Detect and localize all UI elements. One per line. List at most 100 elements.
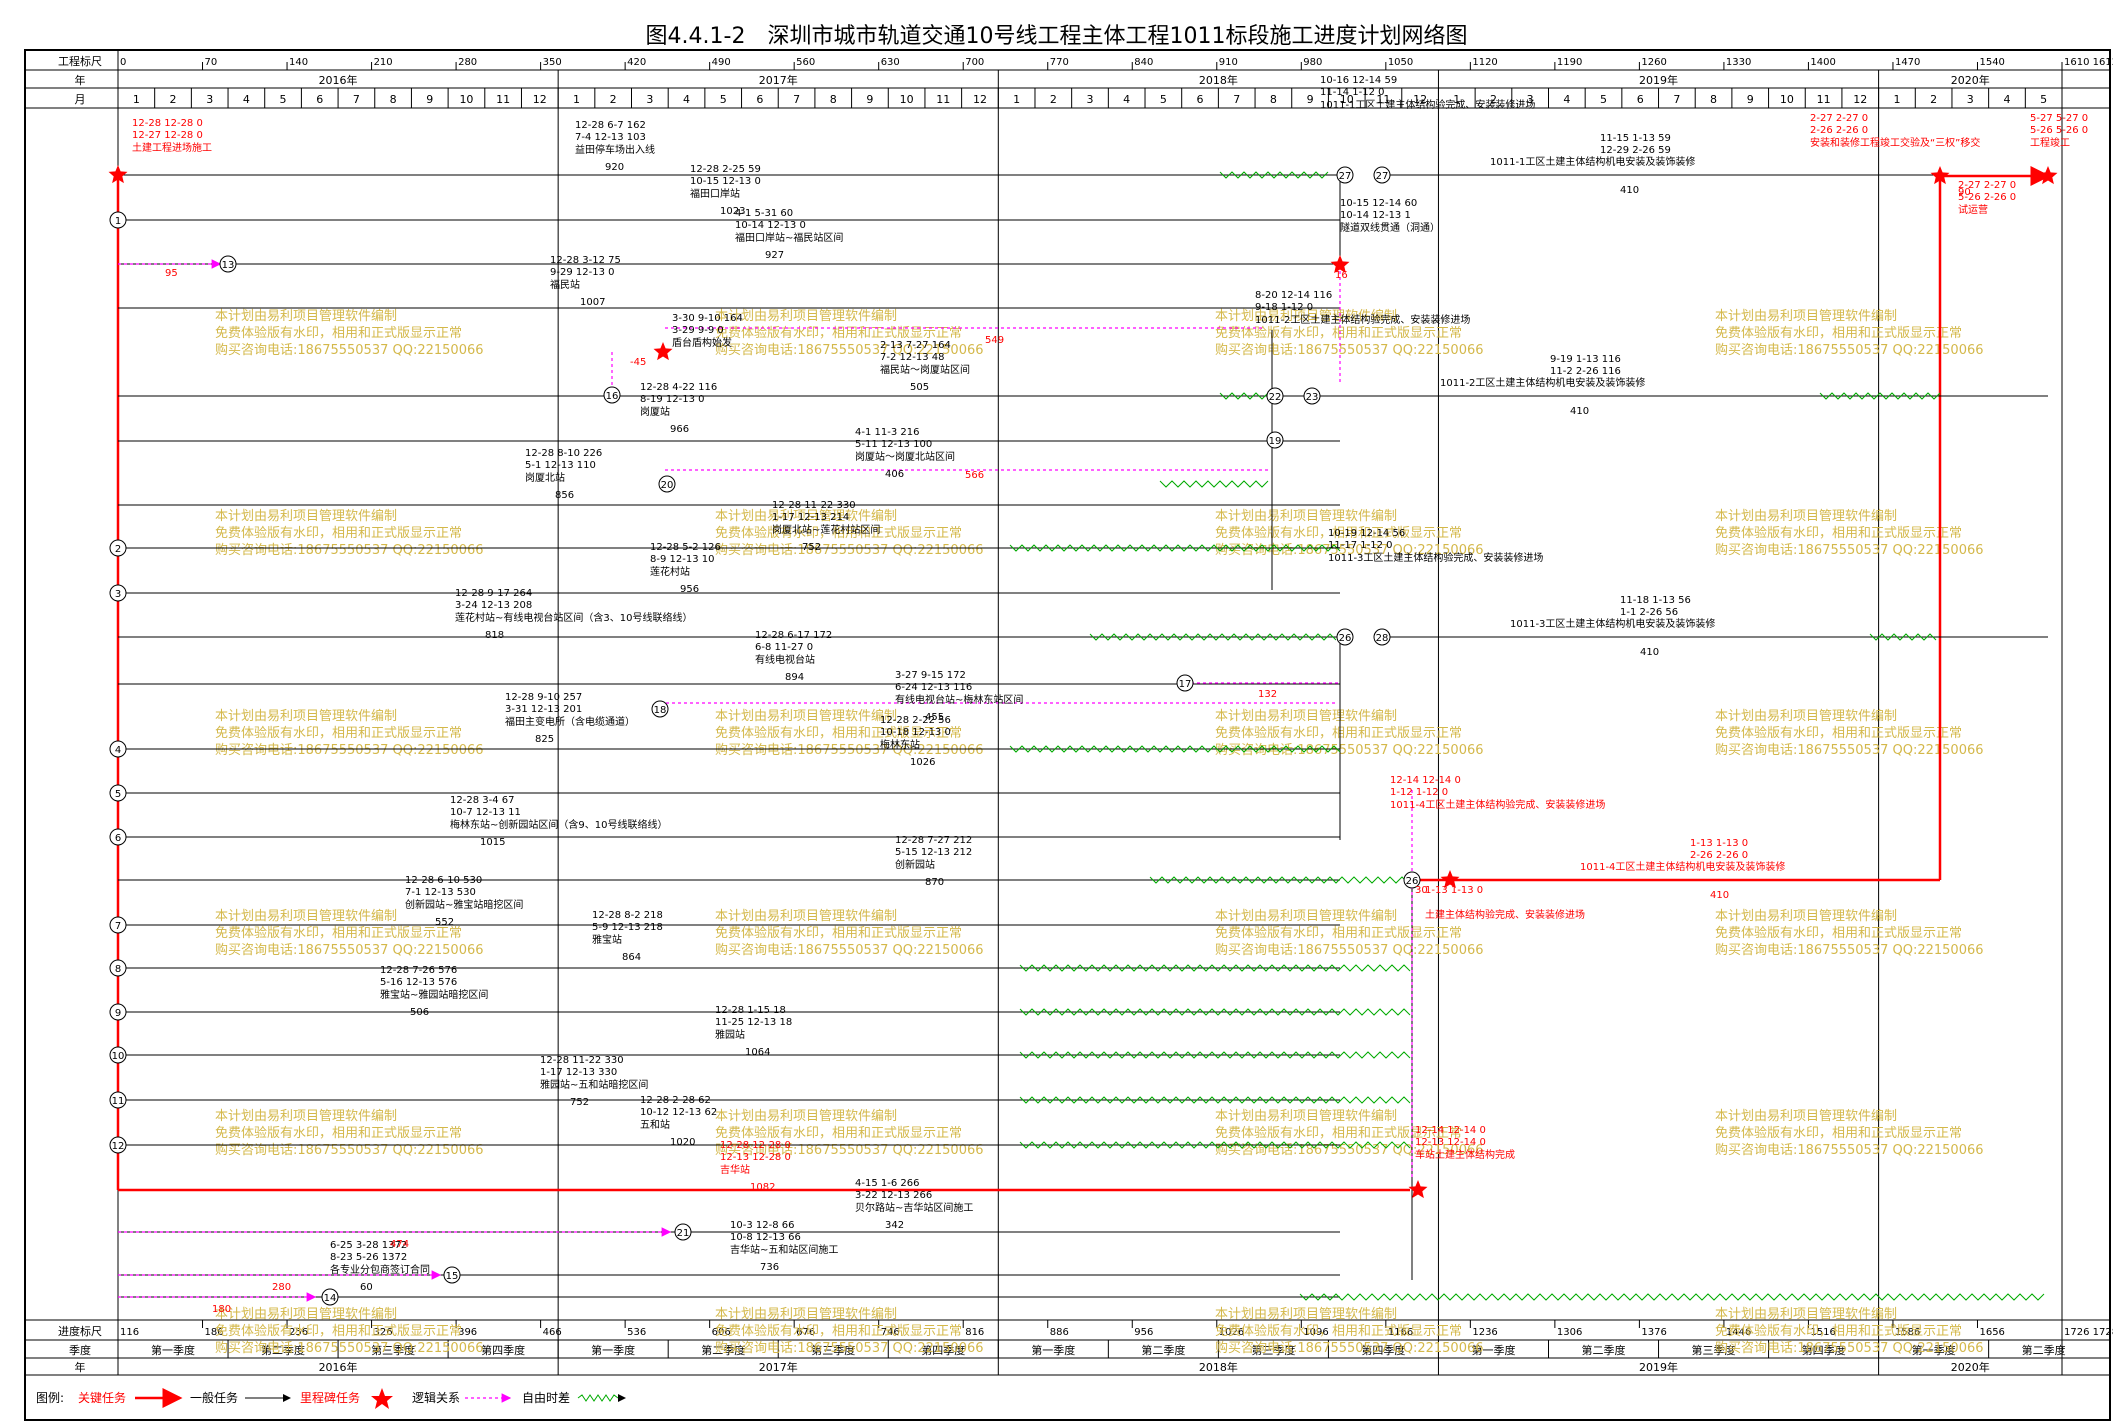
year-label-bottom: 2020年 [1951,1360,1990,1374]
bottom-scale-tick: 116 [120,1327,139,1338]
milestone-dates: 2-26 2-26 0 [1810,125,1868,136]
month-label: 4 [243,93,250,106]
task-dates: 5-11 12-13 100 [855,439,932,450]
task-name: 梅林东站~创新园站区间（含9、10号线联络线） [450,818,667,831]
quarter-label: 第一季度 [151,1343,195,1357]
fitout-item: 11-18 1-13 561-1 2-26 561011-3工区土建主体结构机电… [1510,595,1715,658]
fitout-name: 1011-2工区土建主体结构机电安装及装饰装修 [1440,376,1645,389]
task-name: 岗厦站 [640,405,670,418]
event-node-label: 10 [112,1051,125,1062]
bottom-scale-tick: 396 [458,1327,477,1338]
float-value: 566 [965,470,984,481]
event-node-label: 26 [1406,876,1419,887]
milestone-dates: 10-14 12-13 1 [1340,210,1411,221]
milestone-name: 工程竣工 [2030,136,2070,149]
task-duration: 825 [535,734,554,745]
bottom-scale-tick: 1236 [1472,1327,1497,1338]
year-label: 2020年 [1951,73,1990,87]
milestone-dates: 8-20 12-14 116 [1255,290,1332,301]
task-name: 莲花村站 [650,565,690,578]
task-dates: 4-1 5-31 60 [735,208,793,219]
fitout-dates: 1-1 2-26 56 [1620,607,1678,618]
watermark-text: 购买咨询电话:18675550537 QQ:22150066 [1215,1142,1484,1158]
quarter-label: 第一季度 [591,1343,635,1357]
top-scale-tick: 1260 [1641,57,1666,68]
task-dates: 4-15 1-6 266 [855,1178,919,1189]
task-dates: 12-28 12-28 0 [132,118,203,129]
task-dates: 5-9 12-13 218 [592,922,663,933]
task-labels: 12-28 12-28 012-27 12-28 0土建工程进场施工12-28 … [132,75,2088,1315]
watermark-text: 购买咨询电话:18675550537 QQ:22150066 [1715,942,1984,958]
page-title: 图4.4.1-2 深圳市城市轨道交通10号线工程主体工程1011标段施工进度计划… [645,24,1468,49]
task-dates: 6-8 11-27 0 [755,642,813,653]
event-node-label: 18 [654,705,667,716]
quarter-label: 第一季度 [1031,1343,1075,1357]
task-duration: 894 [785,672,804,683]
watermark-text: 免费体验版有水印，相用和正式版显示正常 [215,1125,462,1141]
event-node-label: 22 [1269,392,1282,403]
event-node [658,475,676,493]
month-label: 3 [206,93,213,106]
watermark-text: 购买咨询电话:18675550537 QQ:22150066 [1715,1340,1984,1356]
watermark-text: 免费体验版有水印，相用和正式版显示正常 [215,925,462,941]
event-node-label: 8 [115,964,121,975]
task-duration: 966 [670,424,689,435]
watermark-text: 本计划由易利项目管理软件编制 [715,509,897,524]
event-node-label: 14 [324,1293,337,1304]
watermark-text: 购买咨询电话:18675550537 QQ:22150066 [215,542,484,558]
task-duration: 864 [622,952,641,963]
month-label: 6 [756,93,763,106]
task-dates: 3-30 9-10 164 [672,313,743,324]
top-scale-tick: 1050 [1388,57,1413,68]
event-node-label: 20 [661,480,674,491]
watermark-text: 本计划由易利项目管理软件编制 [715,1307,897,1322]
task-duration: 736 [760,1262,779,1273]
task-duration: 752 [802,542,821,553]
task-dates: 11-25 12-13 18 [715,1017,792,1028]
quarter-label: 第一季度 [1912,1343,1956,1357]
quarter-label: 第三季度 [371,1343,415,1357]
watermark-text: 本计划由易利项目管理软件编制 [1715,1307,1897,1322]
milestone-item: 12-14 12-14 01-12 1-12 01011-4工区土建主体结构验完… [1390,775,1605,811]
task-duration: 752 [570,1097,589,1108]
month-label: 5 [1600,93,1607,106]
month-label: 1 [1453,93,1460,106]
task-dates: 12-28 1-15 18 [715,1005,786,1016]
watermark-text: 购买咨询电话:18675550537 QQ:22150066 [1215,942,1484,958]
bottom-scale-tick: 1306 [1557,1327,1582,1338]
year-label-bottom: 2017年 [759,1360,798,1374]
top-scale-tick: 630 [881,57,900,68]
event-node [1303,387,1321,405]
fitout-dates: 11-15 1-13 59 [1600,133,1671,144]
task-dates: 12-28 5-2 126 [650,542,721,553]
task-name: 福田口岸站 [690,187,740,200]
outer-frame [24,49,2111,1421]
task-name: 有线电视台站~梅林东站区间 [895,693,1023,706]
header-grid [25,50,2110,1376]
event-node [109,211,127,229]
month-label: 10 [1780,93,1794,106]
float-value: 30 [1415,885,1428,896]
watermark-text: 本计划由易利项目管理软件编制 [1715,709,1897,724]
event-node [109,584,127,602]
quarter-row: 第一季度第二季度第三季度第四季度第一季度第二季度第三季度第四季度第一季度第二季度… [117,1340,2066,1358]
watermark-text: 免费体验版有水印，相用和正式版显示正常 [1215,925,1462,941]
task-name: 雅园站 [715,1028,745,1041]
fitout-dates: 1-13 1-13 0 [1690,838,1748,849]
label-year: 年 [75,73,86,87]
top-scale-tick: 700 [965,57,984,68]
task-duration: 956 [680,584,699,595]
event-node [1373,166,1391,184]
task-name: 莲花村站~有线电视台站区间（含3、10号线联络线） [455,611,692,624]
fitout-dates: 9-19 1-13 116 [1550,354,1621,365]
event-node-label: 28 [1376,633,1389,644]
